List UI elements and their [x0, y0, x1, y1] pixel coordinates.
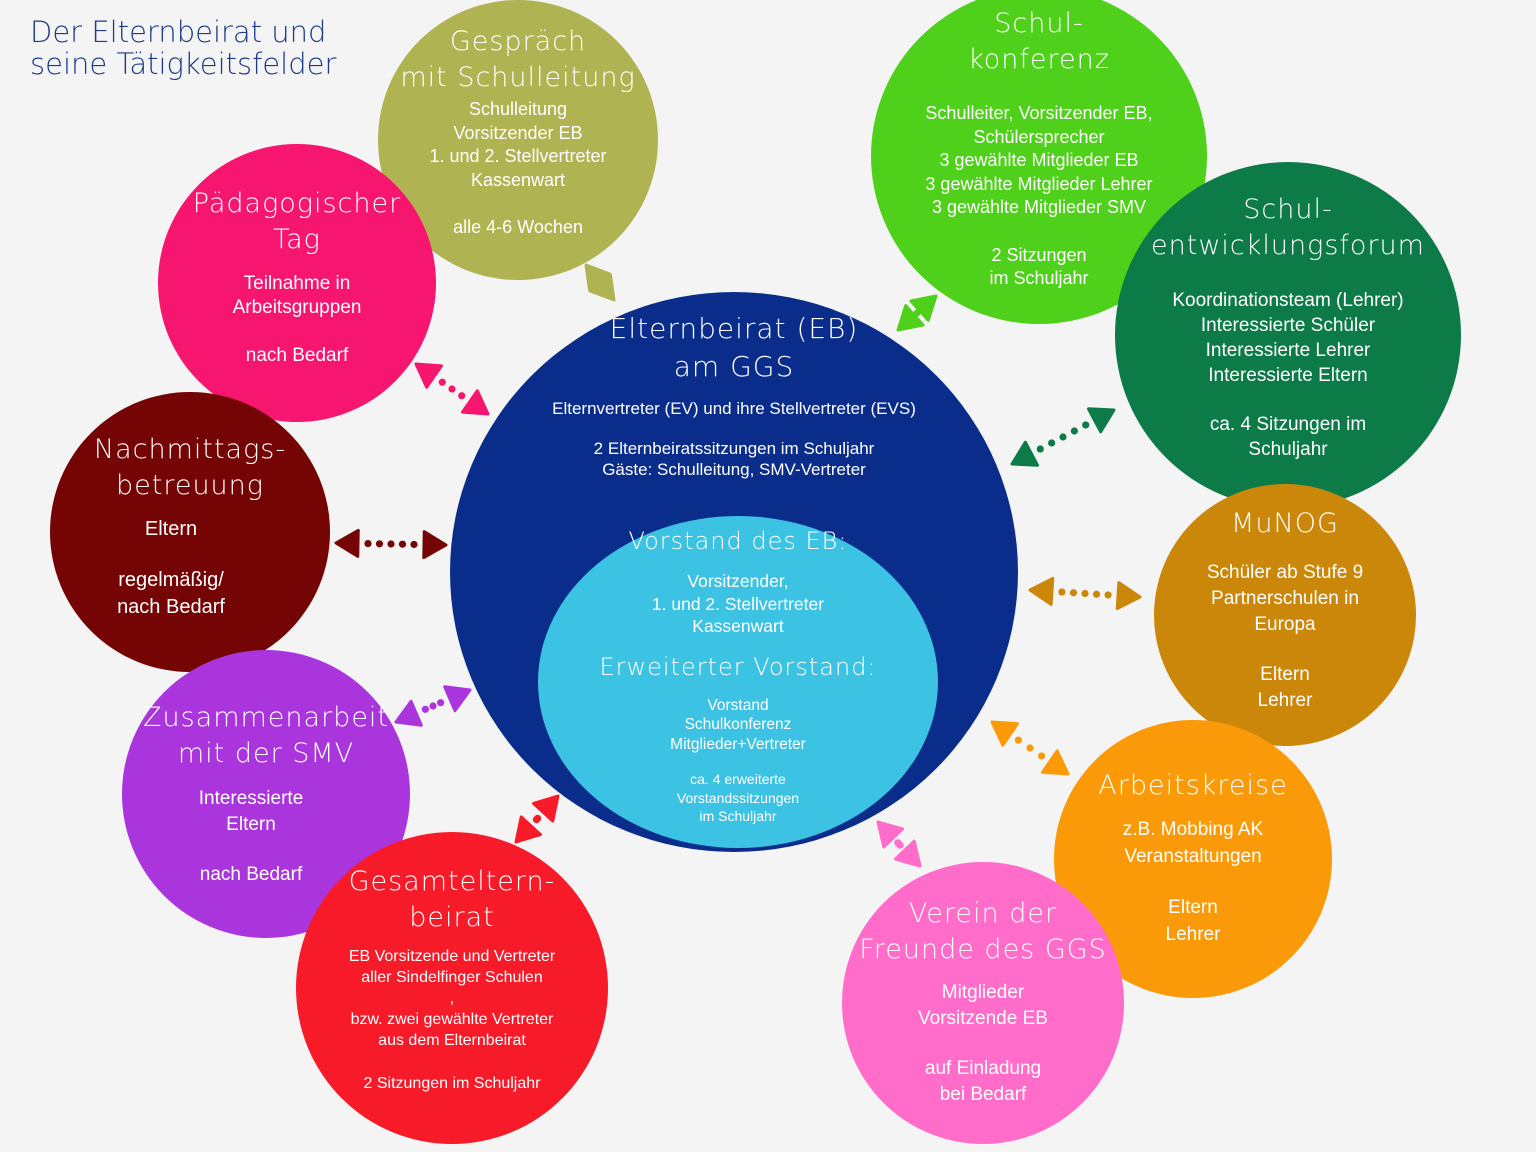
arrow-gespraech [584, 263, 616, 302]
title-line-1: Der Elternbeirat und [30, 15, 327, 49]
arrow-smv [394, 685, 472, 727]
verein-members: Mitglieder Vorsitzende EB [918, 982, 1048, 1029]
arrow-entwicklung [1010, 407, 1116, 467]
paedagogischer-tag-members: Teilnahme in Arbeitsgruppen [232, 273, 362, 318]
circle-gesamtelternbeirat: Gesamteltern- beirat EB Vorsitzende und … [296, 832, 608, 1144]
paedagogischer-tag-frequency: nach Bedarf [245, 345, 349, 366]
vorstand-members: Vorsitzender, 1. und 2. Stellvertreter K… [651, 571, 825, 636]
nachmittagsbetreuung-heading: Nachmittags- betreuung [93, 434, 287, 501]
center-meetings: 2 Elternbeiratssitzungen im Schuljahr Gä… [593, 439, 875, 479]
vorstand-heading: Vorstand des EB: [628, 527, 848, 555]
nachmittagsbetreuung-members: Eltern [144, 518, 198, 540]
schulentwicklungsforum-heading: Schul- entwicklungsforum [1151, 194, 1425, 261]
munog-members: Schüler ab Stufe 9 Partnerschulen in Eur… [1206, 562, 1364, 635]
erweiterter-vorstand-members: Vorstand Schulkonferenz Mitglieder+Vertr… [670, 696, 806, 753]
schulentwicklungsforum-members: Koordinationsteam (Lehrer) Interessierte… [1172, 290, 1404, 386]
circle-schulentwicklungsforum: Schul- entwicklungsforum Koordinationste… [1115, 162, 1461, 508]
arbeitskreise-examples: z.B. Mobbing AK Veranstaltungen [1122, 819, 1264, 867]
erweiterter-vorstand-meetings: ca. 4 erweiterte Vorstandssitzungen im S… [676, 771, 800, 824]
arrow-munog [1028, 576, 1142, 611]
center-heading: Elternbeirat (EB) am GGS [609, 312, 859, 383]
munog-heading: MuNOG [1231, 508, 1339, 539]
gesamtelternbeirat-members: EB Vorsitzende und Vertreter aller Sinde… [348, 948, 556, 1049]
smv-heading: Zusammenarbeit mit der SMV [142, 702, 390, 769]
arbeitskreise-heading: Arbeitskreise [1098, 770, 1288, 801]
schulkonferenz-frequency: 2 Sitzungen im Schuljahr [989, 244, 1089, 289]
paedagogischer-tag-heading: Pädagogischer Tag [192, 188, 402, 255]
erweiterter-vorstand-heading: Erweiterter Vorstand: [599, 652, 877, 681]
smv-members: Interessierte Eltern [198, 788, 304, 835]
circle-paedagogischer-tag: Pädagogischer Tag Teilnahme in Arbeitsgr… [158, 144, 436, 422]
smv-frequency: nach Bedarf [199, 864, 303, 885]
munog-participants: Eltern Lehrer [1257, 664, 1313, 711]
nachmittagsbetreuung-frequency: regelmäßig/ nach Bedarf [117, 569, 225, 618]
circle-verein-der-freunde: Verein der Freunde des GGS Mitglieder Vo… [842, 862, 1124, 1144]
diagram-title: Der Elternbeirat und seine Tätigkeitsfel… [30, 16, 336, 80]
circle-munog: MuNOG Schüler ab Stufe 9 Partnerschulen … [1154, 484, 1416, 746]
center-members: Elternvertreter (EV) und ihre Stellvertr… [552, 399, 916, 418]
schulkonferenz-heading: Schul- konferenz [968, 8, 1110, 75]
circle-vorstand-inner: Vorstand des EB: Vorsitzender, 1. und 2.… [538, 516, 938, 848]
gesamtelternbeirat-heading: Gesamteltern- beirat [348, 866, 556, 933]
gesamtelternbeirat-frequency: 2 Sitzungen im Schuljahr [363, 1075, 541, 1092]
schulentwicklungsforum-frequency: ca. 4 Sitzungen im Schuljahr [1209, 414, 1367, 460]
arrow-gesamt [514, 794, 560, 844]
schulkonferenz-members: Schulleiter, Vorsitzender EB, Schülerspr… [925, 103, 1153, 217]
verein-frequency: auf Einladung bei Bedarf [924, 1058, 1042, 1105]
arrow-arbeitskreise [990, 720, 1070, 776]
arrow-verein [876, 820, 922, 868]
arbeitskreise-participants: Eltern Lehrer [1165, 897, 1221, 945]
arrow-paedagogisch [414, 362, 490, 416]
arrow-konferenz [896, 294, 938, 332]
arrow-nachmittag [334, 528, 448, 560]
circle-nachmittagsbetreuung: Nachmittags- betreuung Eltern regelmäßig… [50, 392, 330, 672]
verein-heading: Verein der Freunde des GGS [859, 898, 1107, 965]
gespraech-members: Schulleitung Vorsitzender EB 1. und 2. S… [429, 99, 607, 190]
gespraech-frequency: alle 4-6 Wochen [453, 217, 583, 237]
gespraech-heading: Gespräch mit Schulleitung [400, 26, 636, 93]
title-line-2: seine Tätigkeitsfelder [30, 47, 337, 81]
